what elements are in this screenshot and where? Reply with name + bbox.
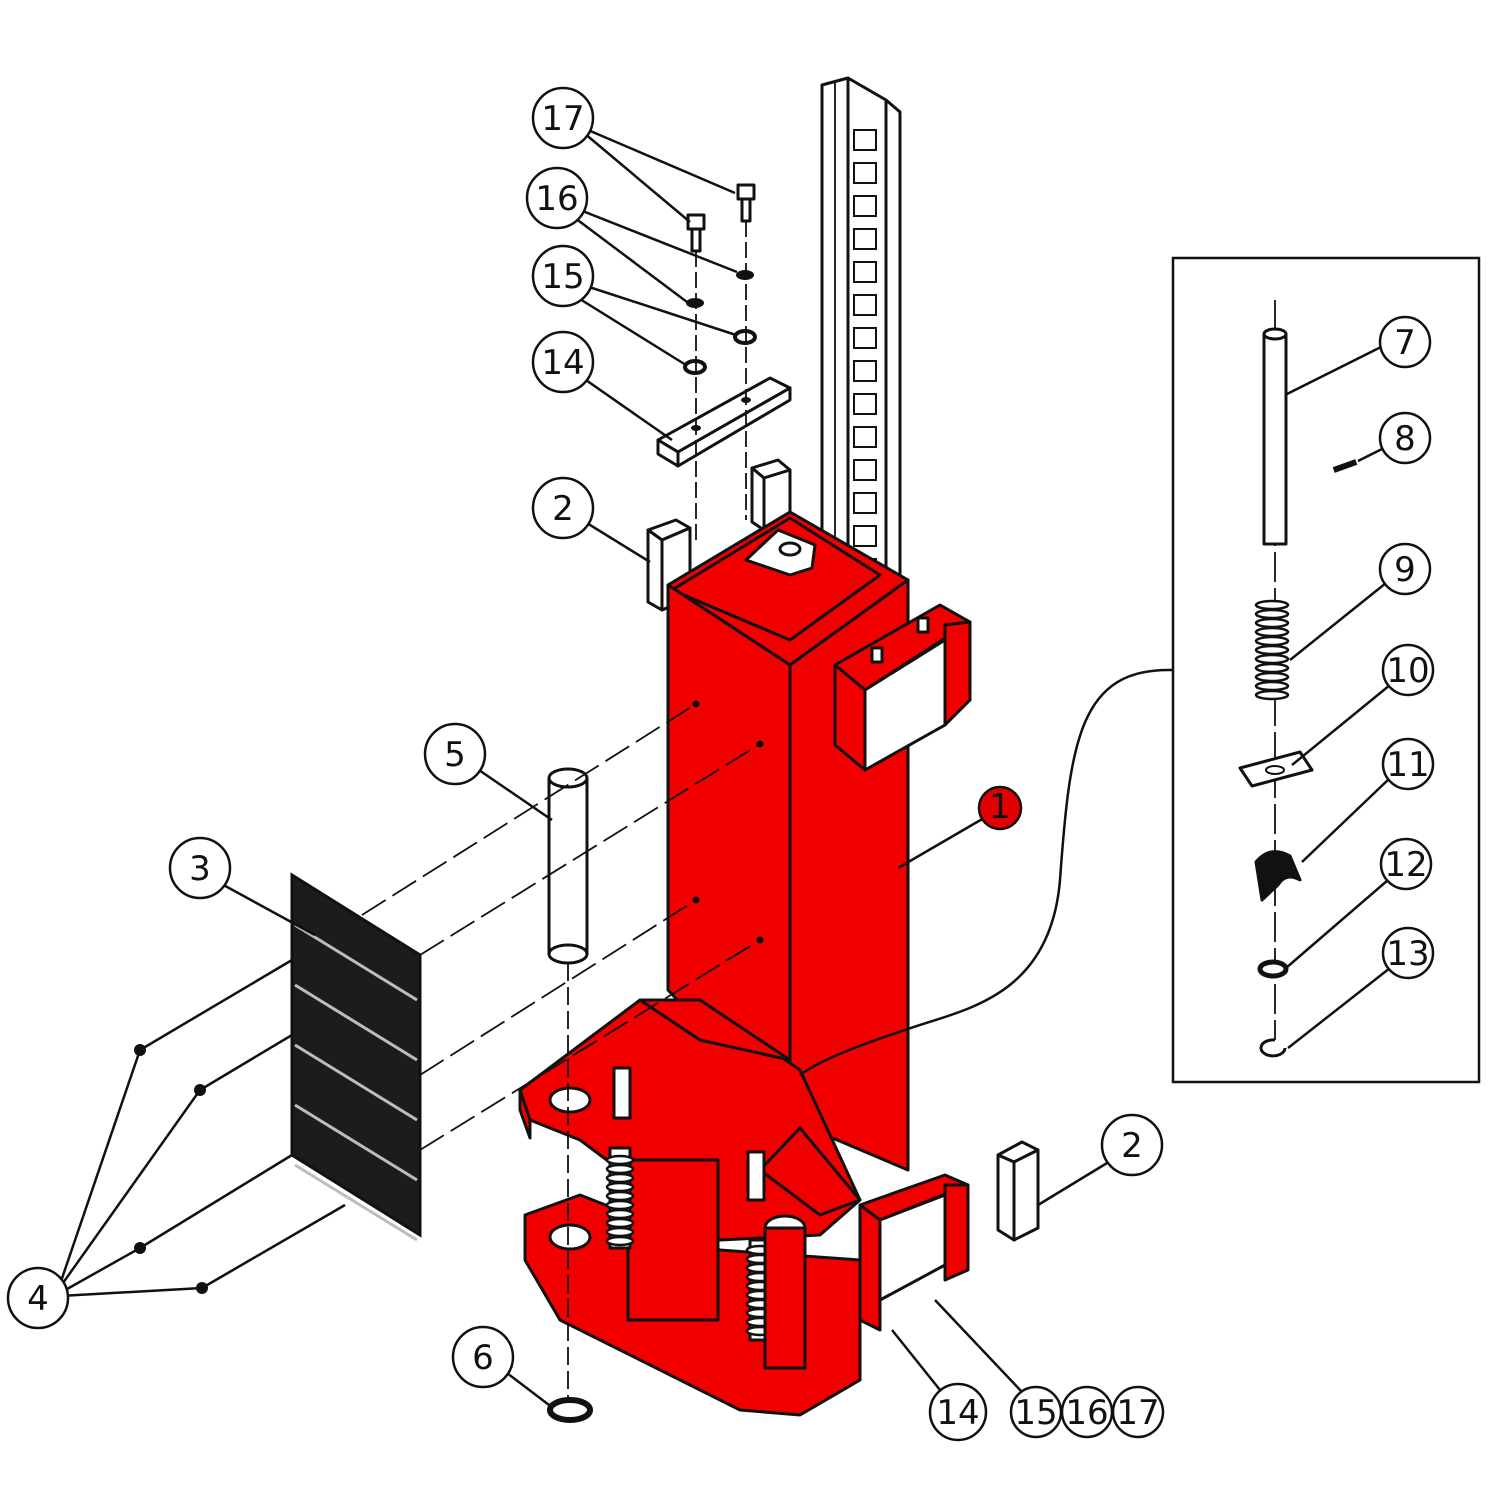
mesh-panel [290, 872, 422, 1242]
spring-coil [605, 1217, 635, 1229]
mesh-slat [294, 1103, 418, 1182]
svg-text:14: 14 [541, 343, 584, 383]
bolt-left [686, 213, 706, 253]
callout-15-top: 15 [531, 244, 595, 308]
spring-coil [1254, 617, 1290, 629]
top-bracket [656, 376, 792, 468]
callout-9: 9 [1378, 542, 1432, 596]
svg-text:15: 15 [541, 257, 584, 297]
callout-8: 8 [1378, 411, 1432, 465]
ring-6 [547, 1397, 593, 1423]
callout-16-top: 16 [525, 166, 589, 230]
spring-coil [605, 1163, 635, 1175]
ladder-rung [853, 525, 877, 547]
spring-coil [605, 1172, 635, 1184]
svg-text:10: 10 [1386, 651, 1429, 691]
callout-2-top: 2 [531, 476, 595, 540]
svg-text:14: 14 [936, 1393, 979, 1433]
svg-text:4: 4 [27, 1279, 49, 1319]
spring-coil [1254, 644, 1290, 656]
callout-4: 4 [6, 1266, 70, 1330]
svg-text:17: 17 [1116, 1393, 1159, 1433]
callout-3: 3 [168, 836, 232, 900]
svg-text:16: 16 [1065, 1393, 1108, 1433]
svg-text:11: 11 [1386, 745, 1429, 785]
spring-coil [1254, 680, 1290, 692]
svg-text:15: 15 [1014, 1393, 1057, 1433]
mesh-slat [294, 983, 418, 1062]
svg-text:16: 16 [535, 179, 578, 219]
pin-5 [547, 767, 589, 1400]
svg-text:17: 17 [541, 99, 584, 139]
spring-coil [605, 1190, 635, 1202]
spring-coil [605, 1181, 635, 1193]
svg-text:9: 9 [1394, 550, 1416, 590]
callout-2-bottom: 2 [1100, 1113, 1164, 1177]
spring-coil [1254, 626, 1290, 638]
mesh-slat [294, 923, 418, 1002]
callout-12: 12 [1379, 837, 1433, 891]
callout-13: 13 [1381, 926, 1435, 980]
ladder-rung [853, 360, 877, 382]
bolt-right [736, 183, 756, 223]
spring-coil [605, 1235, 635, 1247]
spring-coil [1254, 608, 1290, 620]
spring-coil [605, 1199, 635, 1211]
svg-text:12: 12 [1384, 845, 1427, 885]
ladder-rung [853, 492, 877, 514]
ladder-rung [853, 261, 877, 283]
ladder-rung [853, 459, 877, 481]
spring-coil [1254, 653, 1290, 665]
ladder-rail [820, 76, 902, 592]
spring-coil [1254, 662, 1290, 674]
callout-11: 11 [1381, 737, 1435, 791]
svg-text:1: 1 [989, 787, 1011, 827]
ladder-rung [853, 426, 877, 448]
callout-10: 10 [1381, 643, 1435, 697]
main-column-frame [666, 510, 972, 1172]
mesh-dashed-lines [361, 703, 761, 1151]
ladder-rung [853, 195, 877, 217]
ladder-rung [853, 228, 877, 250]
guide-block-right [996, 1140, 1040, 1242]
spring-coil [1254, 671, 1290, 683]
spring-coil [605, 1154, 635, 1166]
callout-17-top: 17 [531, 86, 595, 150]
svg-text:5: 5 [444, 735, 466, 775]
ladder-rung [853, 294, 877, 316]
svg-text:8: 8 [1394, 419, 1416, 459]
svg-text:2: 2 [552, 489, 574, 529]
base-assembly [518, 998, 970, 1417]
ladder-rung [853, 393, 877, 415]
ladder-rung [853, 129, 877, 151]
leader-lines [56, 128, 1391, 1409]
svg-text:3: 3 [189, 849, 211, 889]
callout-7: 7 [1378, 315, 1432, 369]
callout-16-bottom: 16 [1060, 1385, 1114, 1439]
detail-connector-curve [799, 668, 1173, 1077]
spring-coil [605, 1226, 635, 1238]
spring-coil [1254, 599, 1290, 611]
callout-14-top: 14 [531, 330, 595, 394]
spring-coil [1254, 635, 1290, 647]
mesh-slat [294, 1043, 418, 1122]
spring-coil [1254, 689, 1290, 701]
svg-text:7: 7 [1394, 323, 1416, 363]
ladder-rung [853, 162, 877, 184]
spring-coil [605, 1208, 635, 1220]
callout-1-highlight: 1 [977, 785, 1023, 831]
bolt-axis-lines [695, 221, 747, 540]
callout-14-bottom: 14 [928, 1382, 988, 1442]
washers [683, 270, 757, 375]
callout-6: 6 [451, 1325, 515, 1389]
callout-15-bottom: 15 [1009, 1385, 1063, 1439]
ladder-rung [853, 327, 877, 349]
svg-text:13: 13 [1386, 934, 1429, 974]
svg-text:6: 6 [472, 1338, 494, 1378]
mesh-slat [294, 1163, 418, 1242]
callout-5: 5 [423, 722, 487, 786]
callout-17-bottom: 17 [1111, 1385, 1165, 1439]
svg-text:2: 2 [1121, 1126, 1143, 1166]
